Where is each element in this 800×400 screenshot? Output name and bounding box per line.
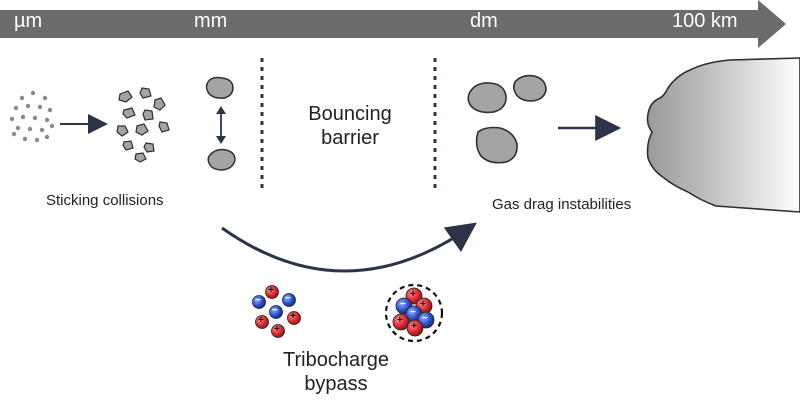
- plus-sign: +: [274, 324, 280, 335]
- planetesimal: [646, 57, 800, 213]
- bouncing-barrier-line-2: barrier: [321, 127, 379, 149]
- scale-bar-arrow: [0, 0, 786, 48]
- aggregate-boundary: [384, 283, 444, 343]
- gas-drag-label: Gas drag instabilities: [492, 196, 632, 213]
- plus-sign: +: [397, 315, 403, 326]
- tribocharge-line-2: bypass: [304, 373, 368, 395]
- charged-aggregate: [392, 287, 435, 337]
- positive-grain: [271, 324, 285, 338]
- plus-sign: +: [268, 285, 274, 296]
- minus-sign: −: [400, 299, 406, 310]
- negative-grain: [269, 305, 283, 319]
- sticking-collisions-label: Sticking collisions: [46, 192, 164, 209]
- plus-sign: +: [290, 311, 296, 322]
- minus-sign: −: [285, 293, 291, 304]
- loose-charged-grains: [252, 285, 301, 338]
- positive-grain: [265, 285, 279, 299]
- minus-sign: −: [272, 305, 278, 316]
- minus-sign: −: [255, 295, 261, 306]
- mm-grain-bottom: [207, 148, 236, 171]
- dm-rock-2: [512, 74, 547, 102]
- tribocharge-bypass-arrow: [221, 222, 477, 273]
- negative-grain: [252, 295, 266, 309]
- plus-sign: +: [411, 321, 417, 332]
- bounce-arrowhead-down: [216, 136, 226, 144]
- minus-sign: −: [410, 307, 416, 318]
- scale-label-micrometer: µm: [14, 10, 43, 32]
- dm-rock-3: [475, 126, 518, 164]
- negative-grain: [282, 293, 296, 307]
- scale-label-millimeter: mm: [194, 10, 228, 32]
- positive-grain: [255, 315, 269, 329]
- bouncing-barrier-line-1: Bouncing: [308, 103, 392, 125]
- minus-sign: −: [422, 313, 428, 324]
- tribocharge-line-1: Tribocharge: [283, 349, 389, 371]
- plus-sign: +: [420, 299, 426, 310]
- plus-sign: +: [410, 289, 416, 300]
- small-aggregates: [116, 87, 170, 163]
- bouncing-barrier-label: Bouncing barrier: [292, 102, 408, 150]
- dust-cloud: [9, 90, 55, 143]
- positive-grain: [287, 311, 301, 325]
- tribocharge-bypass-label: Tribocharge bypass: [266, 348, 406, 396]
- plus-sign: +: [258, 315, 264, 326]
- mm-grain-top: [205, 76, 234, 99]
- scale-label-decimeter: dm: [470, 10, 498, 32]
- scale-label-100km: 100 km: [672, 10, 738, 32]
- dm-rock-1: [467, 82, 507, 114]
- bounce-arrowhead-up: [216, 106, 226, 114]
